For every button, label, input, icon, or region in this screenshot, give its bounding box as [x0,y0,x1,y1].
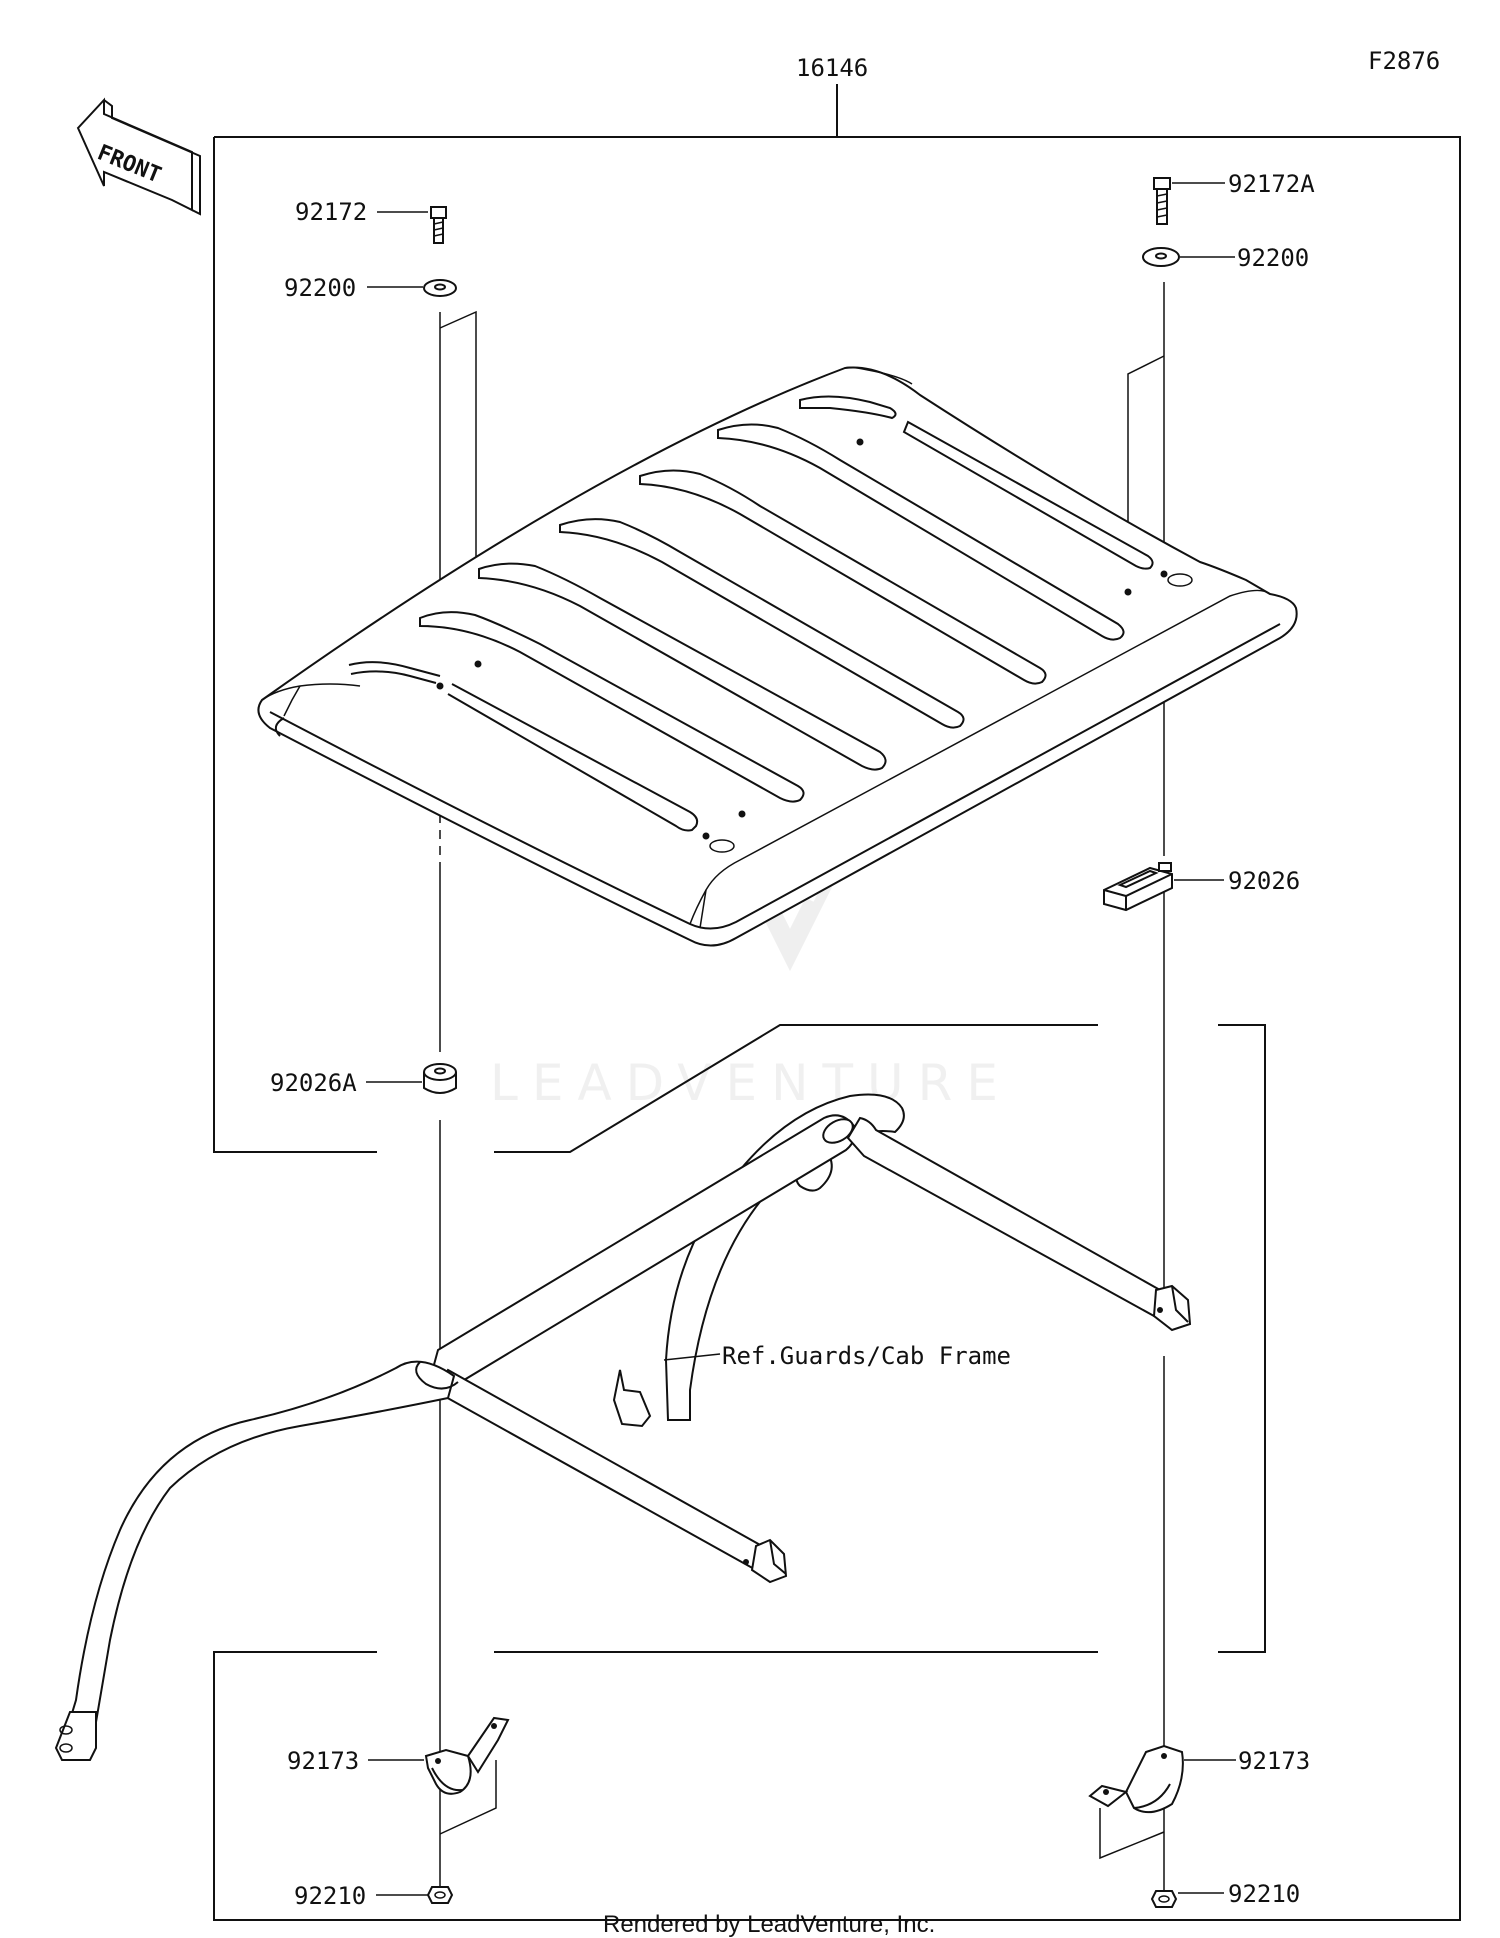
cushion-right [1103,862,1173,912]
assembly-number: 16146 [796,54,868,82]
front-arrow-icon: FRONT [76,97,201,216]
leader-reference [663,1353,721,1361]
bolt-right [1153,177,1171,225]
watermark-text: LEADVENTURE [490,1054,1012,1112]
bracket-clamp-left [439,1760,497,1835]
assembly-bracket [213,84,1461,1921]
reference-label: Ref.Guards/Cab Frame [722,1342,1011,1370]
roof-panel [257,366,1298,947]
callout-clamp-right: 92173 [1238,1747,1310,1775]
clamp-right [1088,1744,1184,1814]
callout-cushion-right: 92026 [1228,867,1300,895]
callout-nut-left: 92210 [294,1882,366,1910]
clamp-left [424,1716,510,1795]
washer-right [1142,247,1180,267]
bracket-right-upper [1127,355,1165,592]
nut-right [1150,1890,1178,1908]
washer-left [423,279,457,297]
callout-collar-left: 92026A [270,1069,357,1097]
figure-code: F2876 [1368,47,1440,75]
bolt-left [430,206,447,244]
footer-credit: Rendered by LeadVenture, Inc. [603,1911,935,1938]
cab-frame [54,1093,1192,1761]
collar-left [423,1063,457,1094]
callout-clamp-left: 92173 [287,1747,359,1775]
callout-washer-right: 92200 [1237,244,1309,272]
bracket-left-upper [439,310,477,664]
callout-bolt-left: 92172 [295,198,367,226]
nut-left [426,1886,454,1904]
callout-bolt-right: 92172A [1228,170,1315,198]
bracket-clamp-right [1099,1808,1165,1860]
callout-washer-left: 92200 [284,274,356,302]
callout-nut-right: 92210 [1228,1880,1300,1908]
